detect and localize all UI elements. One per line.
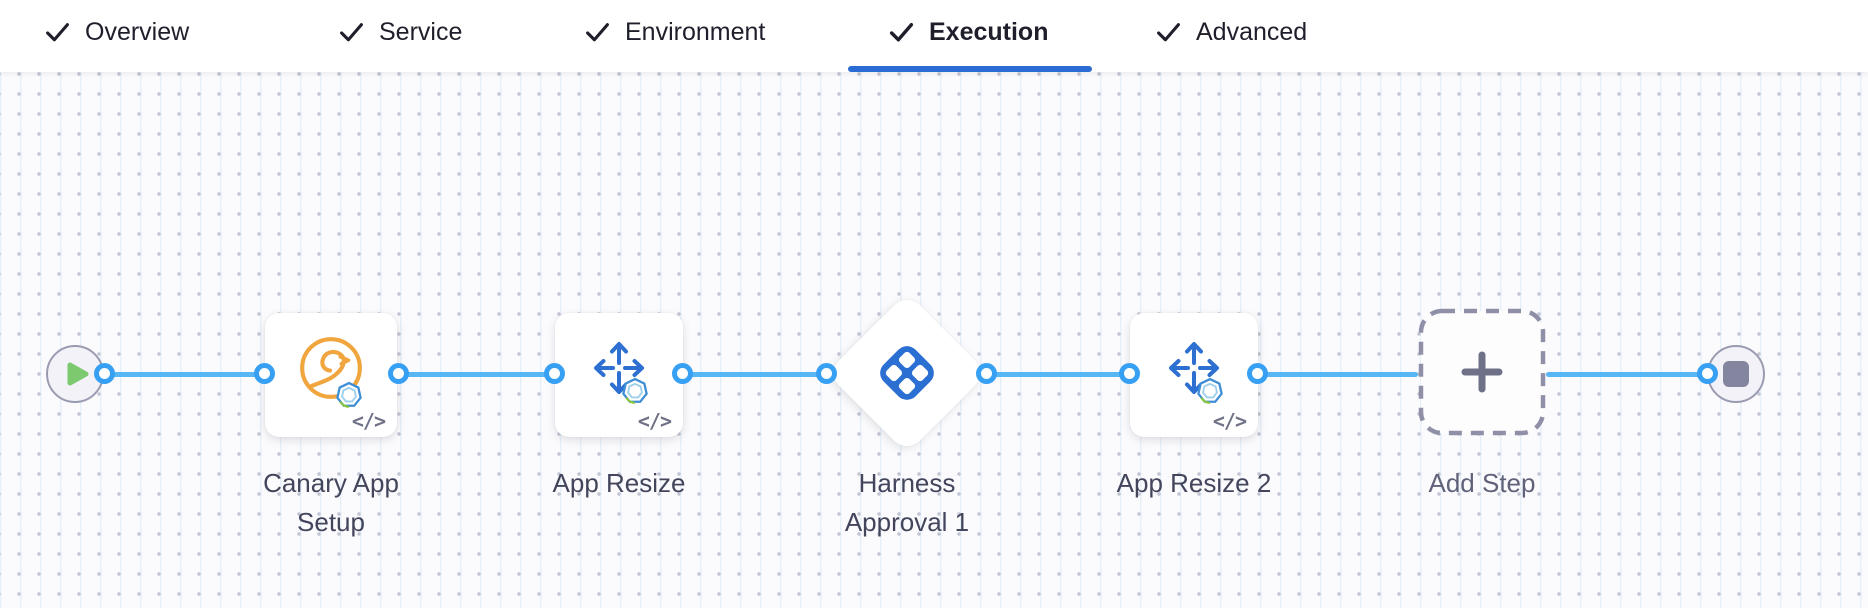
add-step-label: Add Step	[1428, 468, 1536, 498]
tab-label: Service	[379, 17, 463, 46]
connector-point	[976, 363, 997, 384]
gear-icon	[1197, 377, 1223, 404]
stop-icon	[1723, 361, 1749, 387]
harness-logo-icon	[880, 346, 934, 400]
connector-point	[254, 363, 275, 384]
resize-arrows-icon	[1169, 342, 1219, 394]
code-icon: </>	[351, 409, 386, 433]
gear-icon	[336, 381, 362, 408]
connector-point	[816, 363, 837, 384]
connector-line	[1546, 372, 1708, 377]
check-icon	[46, 22, 69, 41]
connector-line	[398, 372, 555, 377]
connector-point	[388, 363, 409, 384]
step-label: Canary App Setup	[263, 468, 399, 537]
stage-tab-bar: Overview Service Environment Execution A	[0, 0, 1868, 72]
connector-line	[987, 372, 1130, 377]
step-label: App Resize 2	[1116, 468, 1272, 498]
step-label: Harness Approval 1	[844, 468, 970, 537]
tab-label: Advanced	[1196, 17, 1308, 46]
tab-advanced[interactable]: Advanced	[1155, 0, 1307, 64]
connector-point	[1119, 363, 1140, 384]
check-icon	[340, 22, 363, 41]
active-tab-indicator	[848, 66, 1092, 72]
connector-line	[683, 372, 827, 377]
code-icon: </>	[637, 409, 672, 433]
tab-execution[interactable]: Execution	[888, 0, 1048, 64]
tab-overview[interactable]: Overview	[44, 0, 189, 64]
connector-point	[544, 363, 565, 384]
check-icon	[586, 22, 609, 41]
add-step-button[interactable]	[1418, 308, 1546, 436]
connector-point	[672, 363, 693, 384]
connector-point	[1697, 363, 1718, 384]
check-icon	[1157, 22, 1180, 41]
pipeline-canvas[interactable]: </> </>	[0, 72, 1868, 608]
resize-arrows-icon	[594, 342, 644, 394]
connector-point	[94, 363, 115, 384]
step-label: App Resize	[552, 468, 686, 498]
tab-environment[interactable]: Environment	[584, 0, 765, 64]
play-icon	[67, 362, 88, 386]
connector-line	[1258, 372, 1418, 377]
tab-service[interactable]: Service	[338, 0, 462, 64]
plus-icon	[1461, 351, 1503, 393]
step-node-app-resize-2[interactable]: </>	[1130, 313, 1258, 437]
canary-bird-icon	[300, 337, 362, 399]
tab-label: Overview	[85, 17, 190, 46]
check-icon	[889, 22, 914, 41]
tab-label: Environment	[625, 17, 766, 46]
connector-point	[1247, 363, 1268, 384]
gear-icon	[622, 377, 648, 404]
step-node-app-resize[interactable]: </>	[555, 313, 683, 437]
step-node-canary-app-setup[interactable]: </>	[265, 313, 397, 437]
code-icon: </>	[1212, 409, 1247, 433]
connector-line	[104, 372, 265, 377]
tab-label: Execution	[929, 17, 1049, 46]
